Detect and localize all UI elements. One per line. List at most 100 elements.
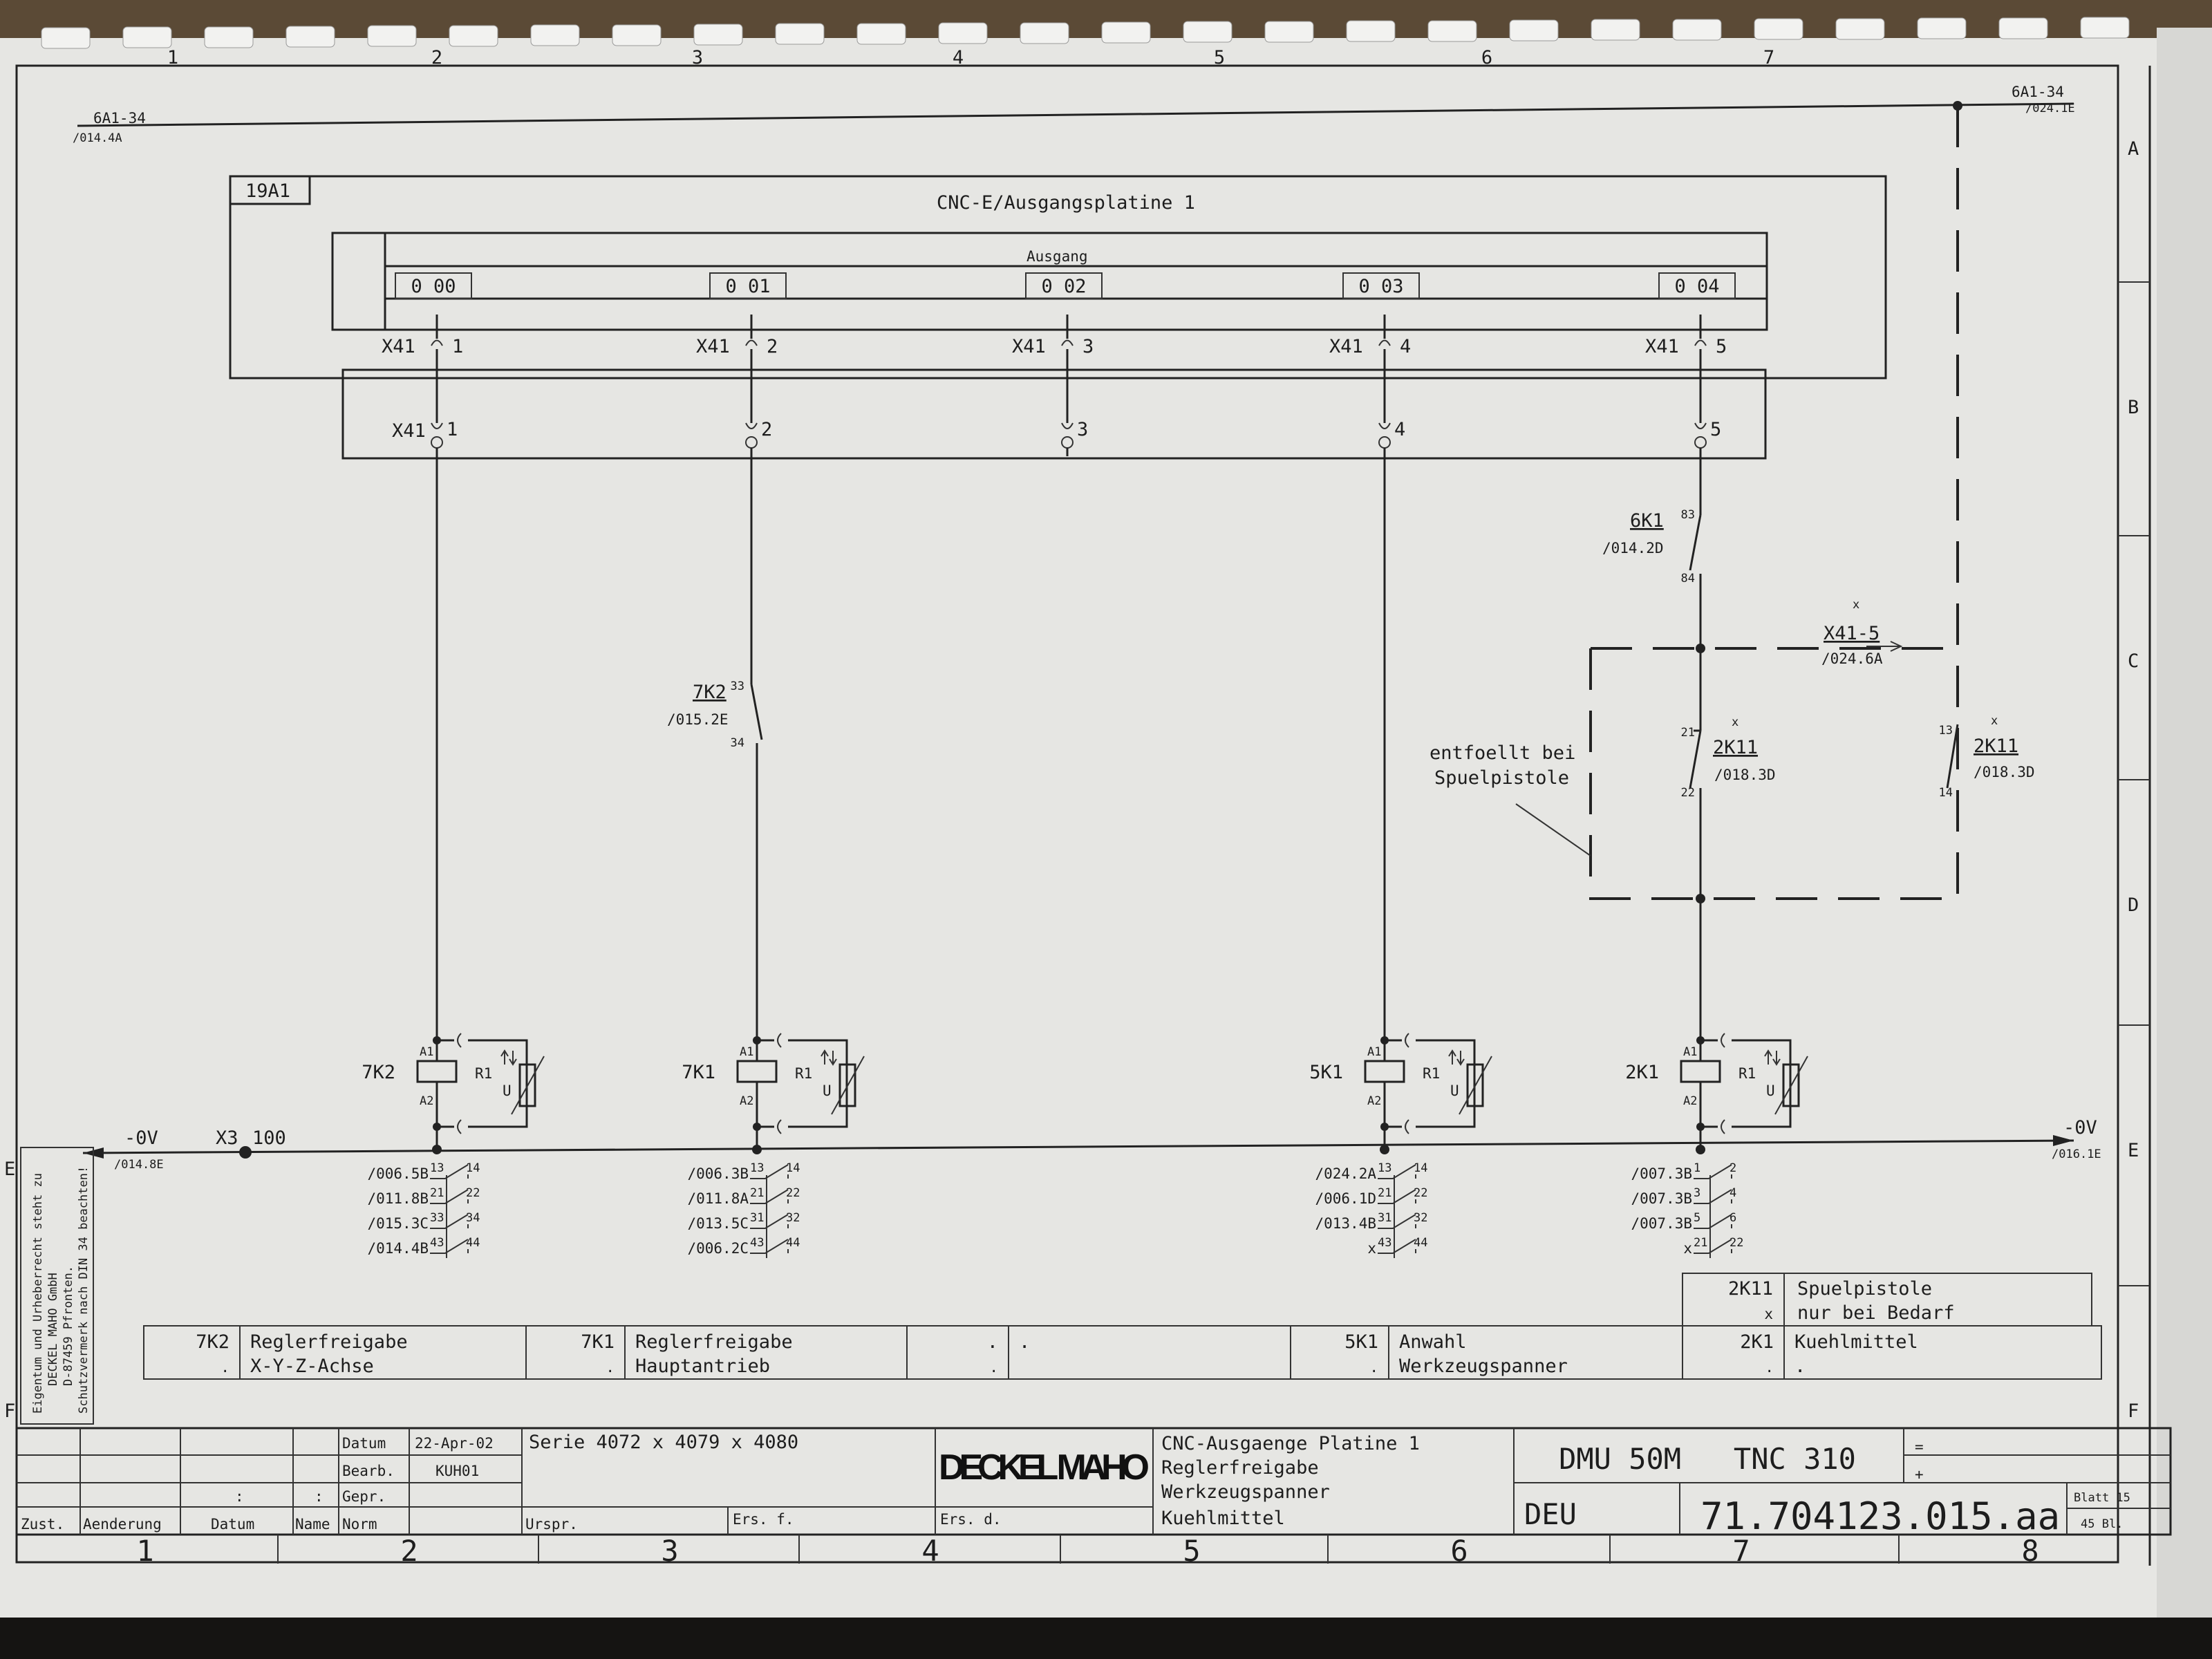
varistor-slash — [511, 1056, 545, 1115]
relay-coil-icon — [1680, 1060, 1721, 1083]
binding-ring — [1183, 21, 1232, 43]
contact-ref: /011.8B — [367, 1190, 429, 1207]
series-text: Serie 4072 x 4079 x 4080 — [529, 1432, 798, 1453]
column-label: 6 — [1450, 1534, 1468, 1568]
binding-ring — [530, 24, 580, 46]
plug-icon — [1721, 1033, 1725, 1134]
legend-text: Reglerfreigabe — [635, 1331, 793, 1353]
row-label-left: F — [4, 1400, 15, 1422]
contact-ref: /006.2C — [687, 1240, 749, 1257]
board-19a1-box — [229, 175, 1887, 379]
binding-ring — [612, 24, 662, 46]
datum-value: 22-Apr-02 — [415, 1435, 494, 1452]
plus-field: + — [1915, 1466, 1924, 1483]
legend-text: Spuelpistole — [1797, 1278, 1932, 1300]
connector-pin: 1 — [447, 419, 458, 440]
contact-pin: 22 — [466, 1186, 480, 1200]
arrows-icon — [1448, 1049, 1465, 1066]
connector-pin: 3 — [1077, 419, 1088, 440]
connector-name: X41 — [1645, 336, 1679, 357]
ers-f-label: Ers. f. — [733, 1511, 794, 1528]
junction-dot — [1696, 644, 1705, 653]
zero-bus-left-ref: /014.8E — [114, 1158, 164, 1172]
suppressor-wire — [437, 1039, 528, 1128]
plug-icon — [1378, 339, 1391, 346]
coil-terminal: A2 — [740, 1094, 753, 1108]
binding-ring — [1101, 21, 1151, 44]
plug-icon — [1694, 339, 1707, 346]
gepr-label: Gepr. — [342, 1488, 386, 1505]
binding-ring — [1917, 17, 1967, 39]
spiral-binding — [41, 17, 2130, 49]
terminal-dot — [239, 1146, 252, 1159]
plug-icon — [1061, 339, 1074, 346]
connector-pin: 2 — [761, 419, 772, 440]
contact-pin: 13 — [430, 1161, 444, 1175]
contact-pin: 32 — [786, 1211, 800, 1225]
contact-ref: /018.3D — [1714, 767, 1776, 783]
contact-symbol — [1694, 1164, 1732, 1179]
varistor-icon — [838, 1063, 856, 1107]
contact-pin: 14 — [1939, 786, 1953, 800]
output-number: 0 03 — [1358, 276, 1403, 297]
contact-pin: 34 — [731, 736, 744, 750]
board-id: 19A1 — [245, 180, 290, 202]
column-label: 2 — [431, 47, 442, 68]
contact-symbol — [430, 1214, 469, 1229]
contact-ref: /007.3B — [1631, 1215, 1692, 1232]
contact-name: 2K11 — [1974, 735, 2018, 757]
contact-pin: 22 — [1414, 1186, 1427, 1200]
connector-pin: 5 — [1710, 419, 1721, 440]
binding-ring — [1427, 20, 1477, 42]
legend-mark: . — [989, 1359, 998, 1376]
connector-name: X41 — [382, 336, 415, 357]
voltage-label: U — [503, 1082, 512, 1099]
contact-pin: 14 — [466, 1161, 480, 1175]
note-entfaellt: entfoellt bei Spuelpistole — [1430, 742, 1591, 856]
binding-ring — [204, 26, 254, 48]
contact-pin: 13 — [750, 1161, 764, 1175]
arrows-icon — [1764, 1049, 1781, 1066]
connector-pin: 3 — [1082, 336, 1094, 357]
contact-pin: 43 — [1378, 1236, 1391, 1250]
rev-header: Name — [295, 1516, 330, 1533]
column-label: 3 — [661, 1534, 678, 1568]
contact-pin: 44 — [466, 1236, 480, 1250]
board-id-tag — [229, 175, 311, 205]
contact-symbol — [750, 1189, 789, 1204]
plug-icon — [777, 1033, 782, 1134]
row-label: A — [2128, 138, 2139, 160]
contact-ref: /015.3C — [367, 1215, 429, 1232]
contact-pin: 32 — [1414, 1211, 1427, 1225]
output-number: 0 01 — [725, 276, 770, 297]
coil-terminal: A2 — [420, 1094, 433, 1108]
socket-icon — [1694, 422, 1707, 429]
description-line: Werkzeugspanner — [1161, 1481, 1330, 1503]
contact-pin: 22 — [786, 1186, 800, 1200]
contact-ref: /018.3D — [1974, 764, 2035, 780]
binding-ring — [1591, 19, 1640, 41]
contact-symbol — [430, 1189, 469, 1204]
legend-text: X-Y-Z-Achse — [250, 1356, 374, 1377]
coil-terminal: A1 — [1367, 1045, 1381, 1059]
copyright-line: Schutzvermerk nach DIN 34 beachten! — [77, 1166, 91, 1414]
rev-header: Aenderung — [83, 1516, 162, 1533]
contact-pin: 6 — [1730, 1211, 1736, 1225]
plug-icon — [745, 339, 758, 346]
option-mark: x — [1991, 714, 1998, 728]
row-label: C — [2128, 650, 2139, 672]
legend-mark: . — [1765, 1359, 1774, 1376]
contact-pin: 83 — [1681, 508, 1695, 522]
contact-pin: 5 — [1694, 1211, 1700, 1225]
output-group-box — [331, 232, 1768, 331]
